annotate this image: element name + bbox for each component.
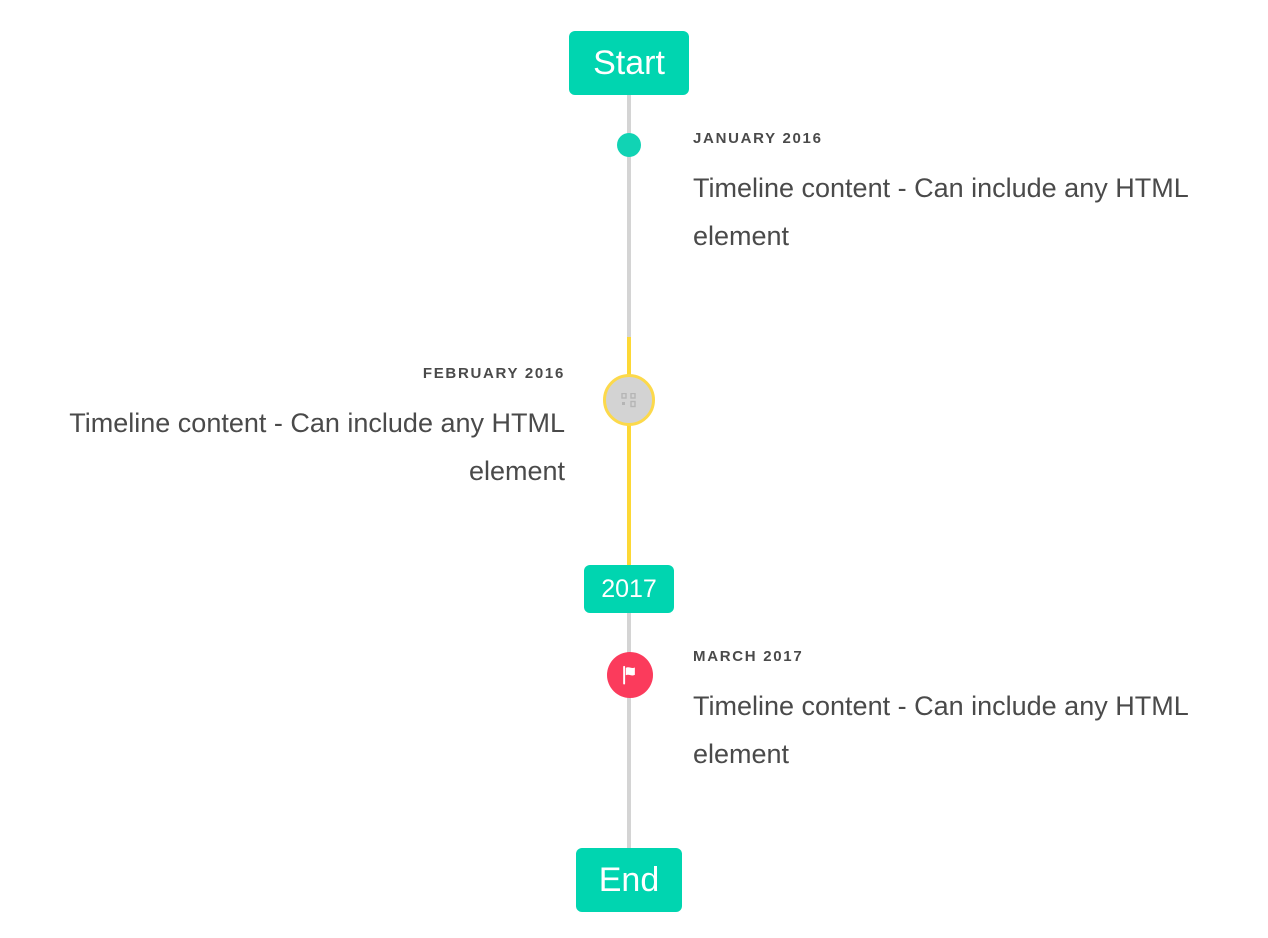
timeline-entry-date: FEBRUARY 2016 xyxy=(422,365,565,382)
timeline-entry-january: JANUARY 2016 Timeline content - Can incl… xyxy=(693,130,1217,260)
timeline-entry-march: MARCH 2017 Timeline content - Can includ… xyxy=(693,648,1217,778)
broken-image-icon xyxy=(620,392,636,407)
flag-marker[interactable] xyxy=(607,652,653,698)
timeline-entry-date: JANUARY 2016 xyxy=(693,130,823,147)
broken-image-marker[interactable] xyxy=(603,374,655,426)
timeline-rail-yellow-highlight xyxy=(627,337,631,566)
timeline-entry-date: MARCH 2017 xyxy=(693,648,804,665)
timeline-rail-gray-upper xyxy=(627,95,631,337)
dot-marker[interactable] xyxy=(617,133,641,157)
timeline-entry-body: Timeline content - Can include any HTML … xyxy=(693,172,1188,251)
timeline-entry-body: Timeline content - Can include any HTML … xyxy=(69,407,565,486)
timeline-entry-february: FEBRUARY 2016 Timeline content - Can inc… xyxy=(41,365,565,495)
timeline-entry-body: Timeline content - Can include any HTML … xyxy=(693,690,1188,769)
timeline-year-badge[interactable]: 2017 xyxy=(584,565,674,613)
flag-icon xyxy=(623,665,635,685)
timeline-rail-gray-lower xyxy=(627,612,631,856)
timeline-end-badge[interactable]: End xyxy=(576,848,682,912)
timeline-start-badge[interactable]: Start xyxy=(569,31,689,95)
